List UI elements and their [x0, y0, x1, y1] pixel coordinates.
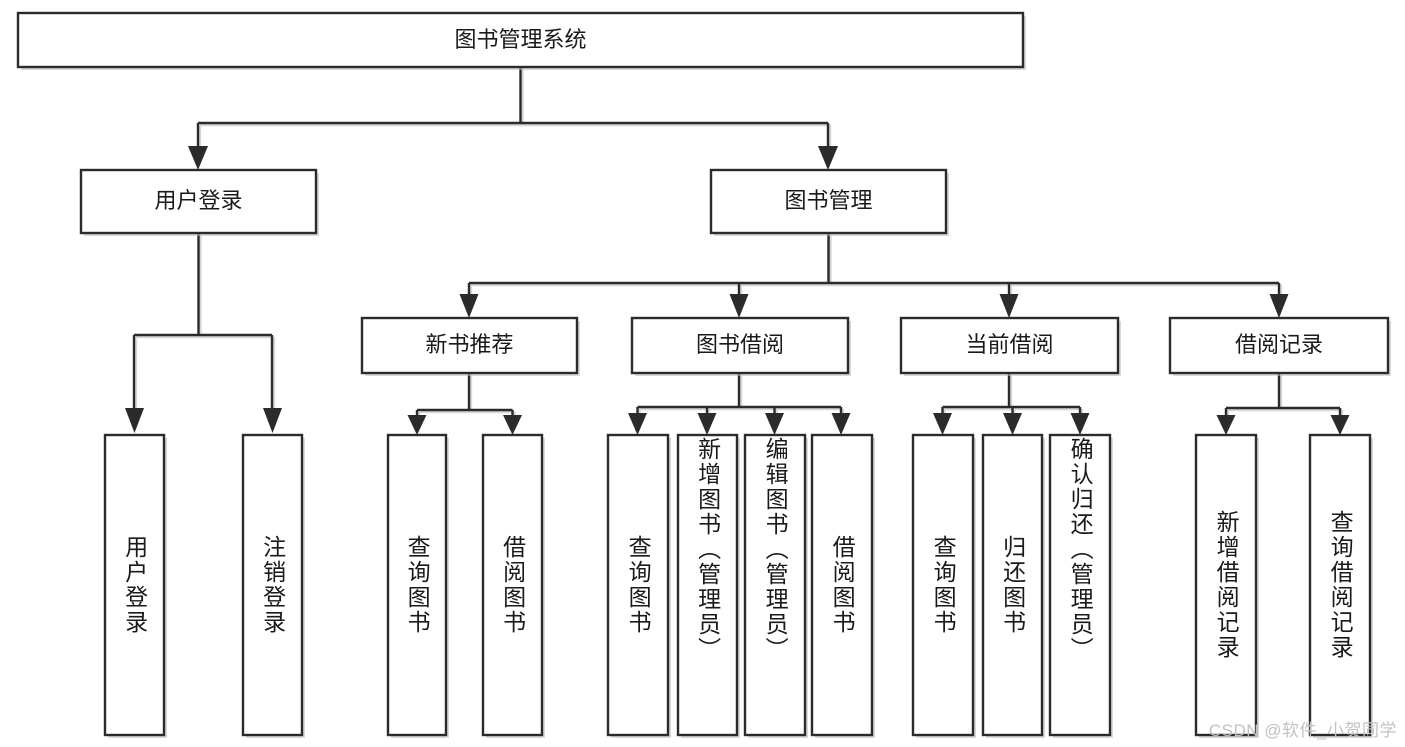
edge-borrow-record-to-leaves	[1216, 373, 1350, 435]
node-borrow-record-label: 借阅记录	[1235, 332, 1323, 357]
node-leaf-query-record[interactable]	[1308, 433, 1373, 738]
node-leaf-borrow-book-1[interactable]	[481, 433, 545, 738]
node-borrow-record[interactable]: 借阅记录	[1168, 316, 1391, 376]
node-user-login[interactable]: 用户登录	[79, 168, 319, 236]
node-leaf-query-book-2[interactable]	[606, 433, 671, 738]
node-new-book-recommend-label: 新书推荐	[425, 332, 513, 357]
edge-user-login-to-leaves	[125, 233, 282, 433]
node-current-borrow[interactable]: 当前借阅	[899, 316, 1121, 376]
edge-new-book-recommend-to-leaves	[407, 373, 522, 435]
connector-layer	[125, 67, 1350, 435]
node-book-manage[interactable]: 图书管理	[709, 168, 949, 236]
node-leaf-add-record[interactable]	[1194, 433, 1259, 738]
edge-root-to-level2	[188, 67, 838, 170]
node-current-borrow-label: 当前借阅	[965, 332, 1053, 357]
node-leaf-add-book[interactable]	[676, 433, 740, 738]
node-root[interactable]: 图书管理系统	[16, 11, 1026, 70]
node-leaf-confirm-return[interactable]	[1048, 433, 1113, 738]
node-user-login-label: 用户登录	[154, 188, 242, 213]
node-layer: 图书管理系统 用户登录 图书管理 新书推荐	[16, 11, 1391, 738]
node-book-manage-label: 图书管理	[784, 188, 872, 213]
edge-book-manage-to-level3	[459, 233, 1289, 318]
node-leaf-return-book[interactable]	[981, 433, 1045, 738]
edge-book-borrow-to-leaves	[628, 373, 851, 435]
watermark: CSDN @软件_小贺同学	[1208, 721, 1397, 740]
node-leaf-borrow-book-2[interactable]	[810, 433, 875, 738]
edge-current-borrow-to-leaves	[933, 373, 1090, 435]
node-new-book-recommend[interactable]: 新书推荐	[360, 316, 580, 376]
node-leaf-query-book-1[interactable]	[386, 433, 449, 738]
node-leaf-user-logout[interactable]	[241, 433, 305, 738]
node-book-borrow[interactable]: 图书借阅	[630, 316, 851, 376]
node-leaf-user-login[interactable]	[103, 433, 167, 738]
node-root-label: 图书管理系统	[454, 27, 586, 52]
node-leaf-edit-book[interactable]	[743, 433, 808, 738]
node-leaf-query-book-3[interactable]	[911, 433, 976, 738]
node-book-borrow-label: 图书借阅	[696, 332, 784, 357]
